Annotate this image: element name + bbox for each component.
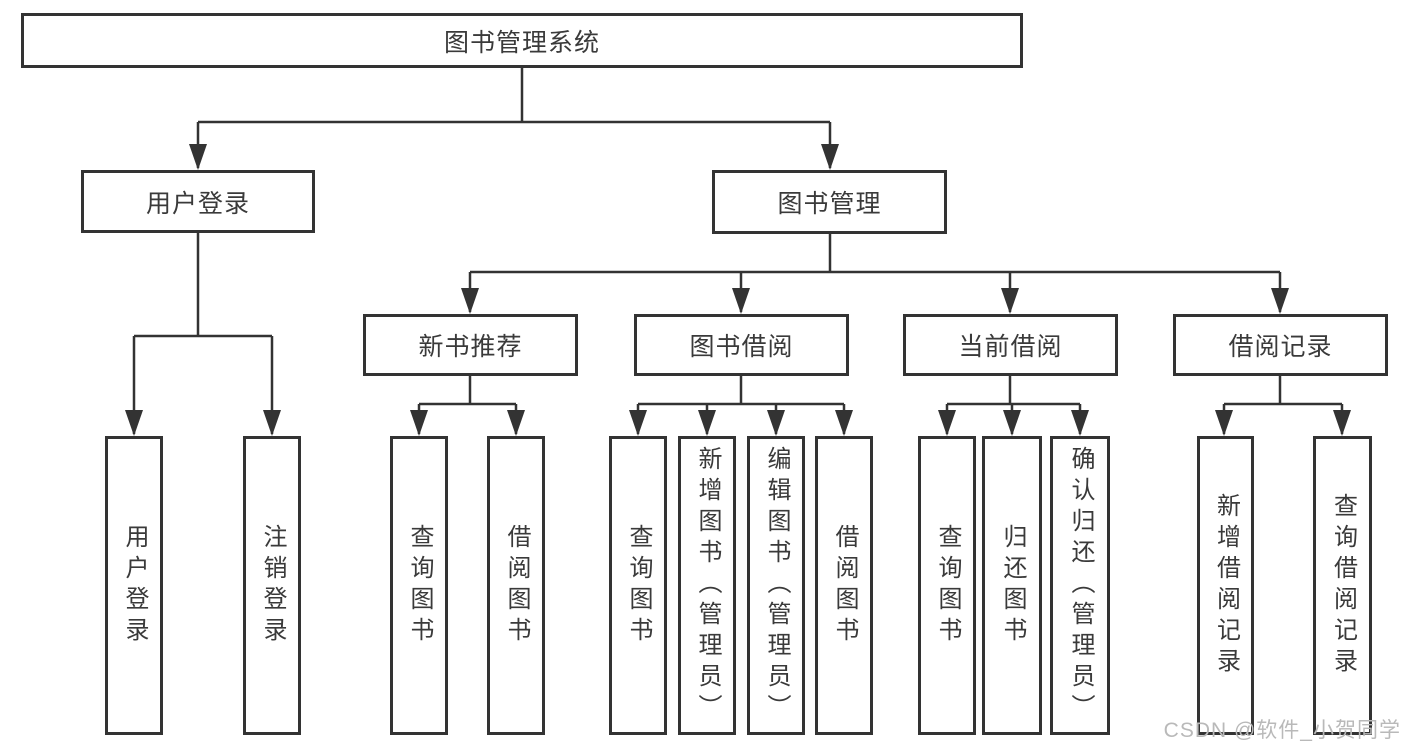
leaf-query-books-2: 查询图书 (609, 436, 667, 735)
node-book-management-label: 图书管理 (777, 190, 882, 218)
leaf-query-books-1: 查询图书 (390, 436, 448, 735)
arrowheads (125, 144, 1351, 436)
leaf-borrow-books-2: 借阅图书 (815, 436, 873, 735)
node-borrow-record: 借阅记录 (1173, 314, 1388, 376)
leaf-return-books: 归还图书 (982, 436, 1042, 735)
leaf-query-books-2-label: 查询图书 (625, 523, 652, 648)
leaf-confirm-return-admin: 确认归还（管理员） (1050, 436, 1110, 735)
leaf-borrow-books-1: 借阅图书 (487, 436, 545, 735)
node-root-label: 图书管理系统 (443, 28, 600, 57)
leaf-user-login: 用户登录 (105, 436, 163, 735)
node-user-login-label: 用户登录 (145, 189, 250, 218)
leaf-borrow-books-1-label: 借阅图书 (503, 523, 530, 648)
leaf-borrow-books-2-label: 借阅图书 (831, 523, 858, 648)
node-book-management: 图书管理 (712, 170, 947, 234)
leaf-add-borrow-record: 新增借阅记录 (1197, 436, 1254, 735)
leaf-query-books-1-label: 查询图书 (406, 523, 433, 648)
leaf-logout-label: 注销登录 (259, 523, 286, 648)
leaf-edit-books-admin: 编辑图书（管理员） (747, 436, 805, 735)
leaf-user-login-label: 用户登录 (121, 523, 148, 648)
leaf-logout: 注销登录 (243, 436, 301, 735)
node-user-login: 用户登录 (81, 170, 315, 233)
leaf-query-borrow-record: 查询借阅记录 (1313, 436, 1372, 735)
leaf-add-books-admin-label: 新增图书（管理员） (694, 446, 721, 725)
leaf-query-books-3-label: 查询图书 (934, 523, 961, 648)
node-borrow-record-label: 借阅记录 (1228, 333, 1333, 361)
node-book-borrow: 图书借阅 (634, 314, 849, 376)
leaf-edit-books-admin-label: 编辑图书（管理员） (763, 446, 790, 725)
node-current-borrow: 当前借阅 (903, 314, 1118, 376)
leaf-add-books-admin: 新增图书（管理员） (678, 436, 736, 735)
leaf-return-books-label: 归还图书 (999, 523, 1026, 648)
node-new-book-recommend-label: 新书推荐 (418, 333, 523, 361)
leaf-confirm-return-admin-label: 确认归还（管理员） (1067, 446, 1094, 725)
leaf-query-borrow-record-label: 查询借阅记录 (1329, 492, 1357, 679)
node-root-system: 图书管理系统 (21, 13, 1023, 68)
leaf-add-borrow-record-label: 新增借阅记录 (1212, 492, 1240, 679)
node-current-borrow-label: 当前借阅 (958, 333, 1063, 361)
node-book-borrow-label: 图书借阅 (689, 333, 794, 361)
csdn-watermark: CSDN @软件_小贺同学 (1163, 719, 1401, 742)
leaf-query-books-3: 查询图书 (918, 436, 976, 735)
connector-paths (132, 68, 1344, 434)
node-new-book-recommend: 新书推荐 (363, 314, 578, 376)
